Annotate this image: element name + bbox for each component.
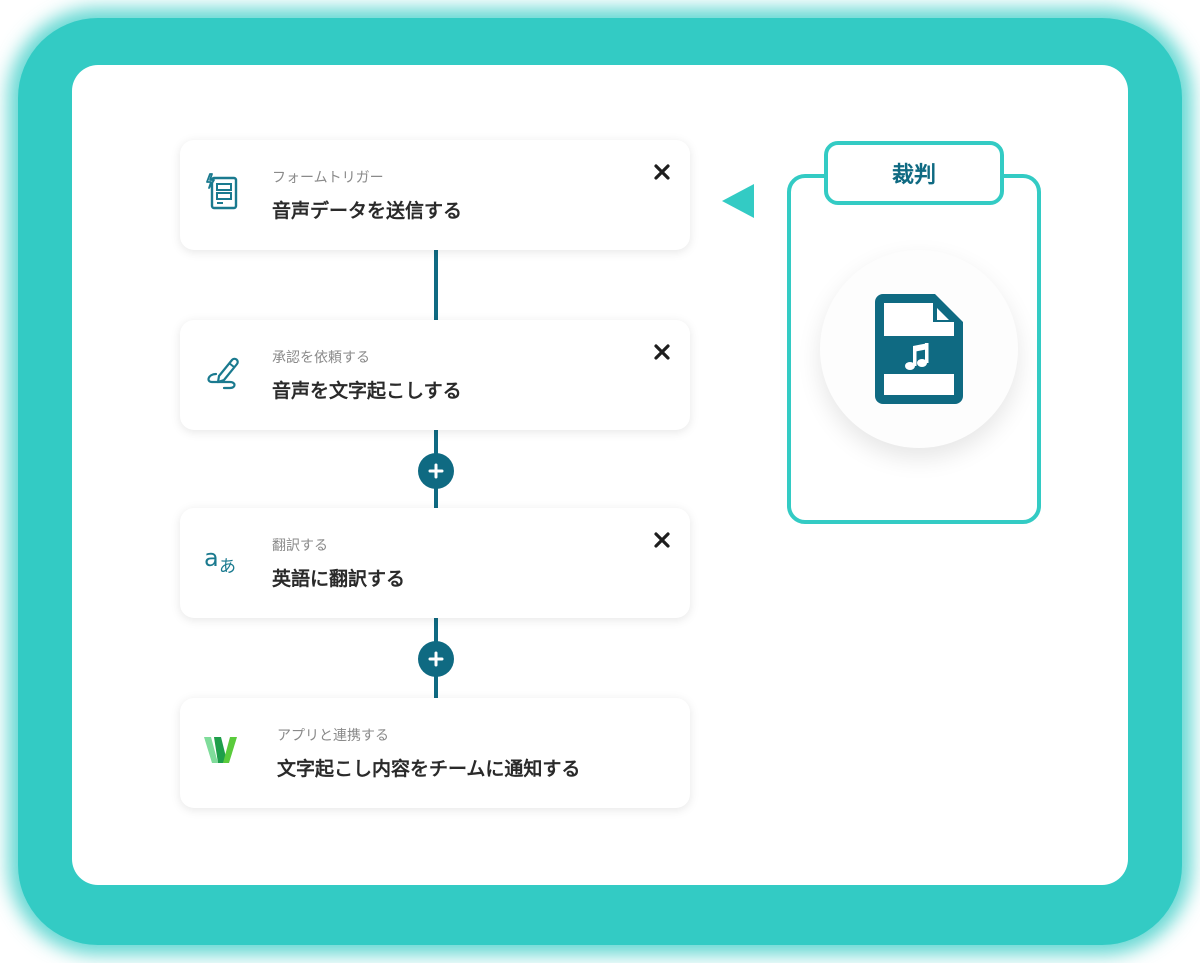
- flow-step-translate[interactable]: a あ 翻訳する 英語に翻訳する: [180, 508, 690, 618]
- step-type-label: アプリと連携する: [277, 728, 389, 744]
- step-title: 音声データを送信する: [272, 200, 463, 222]
- add-step-button[interactable]: [418, 453, 454, 489]
- step-type-label: 翻訳する: [272, 538, 328, 554]
- audio-file-icon: [875, 294, 963, 404]
- step-title: 文字起こし内容をチームに通知する: [277, 758, 581, 780]
- connector-line: [434, 250, 438, 322]
- step-title: 音声を文字起こしする: [272, 380, 462, 402]
- plus-icon: [428, 463, 444, 479]
- flow-step-app-integration[interactable]: アプリと連携する 文字起こし内容をチームに通知する: [180, 698, 690, 808]
- add-step-button[interactable]: [418, 641, 454, 677]
- pointer-arrow-icon: [722, 184, 754, 218]
- step-type-label: フォームトリガー: [272, 170, 384, 186]
- signature-pen-icon: [202, 350, 242, 394]
- audio-file-badge: [820, 250, 1018, 448]
- translate-icon: a あ: [202, 538, 242, 582]
- close-icon[interactable]: [652, 162, 672, 182]
- close-icon[interactable]: [652, 530, 672, 550]
- app-w-logo-icon: [202, 728, 242, 772]
- form-trigger-icon: [202, 170, 242, 214]
- flow-step-form-trigger[interactable]: フォームトリガー 音声データを送信する: [180, 140, 690, 250]
- step-title: 英語に翻訳する: [272, 568, 406, 590]
- svg-text:あ: あ: [219, 557, 236, 577]
- step-type-label: 承認を依頼する: [272, 350, 370, 366]
- close-icon[interactable]: [652, 342, 672, 362]
- svg-text:a: a: [204, 544, 219, 572]
- flow-step-approval[interactable]: 承認を依頼する 音声を文字起こしする: [180, 320, 690, 430]
- plus-icon: [428, 651, 444, 667]
- judge-panel-label: 裁判: [824, 141, 1004, 205]
